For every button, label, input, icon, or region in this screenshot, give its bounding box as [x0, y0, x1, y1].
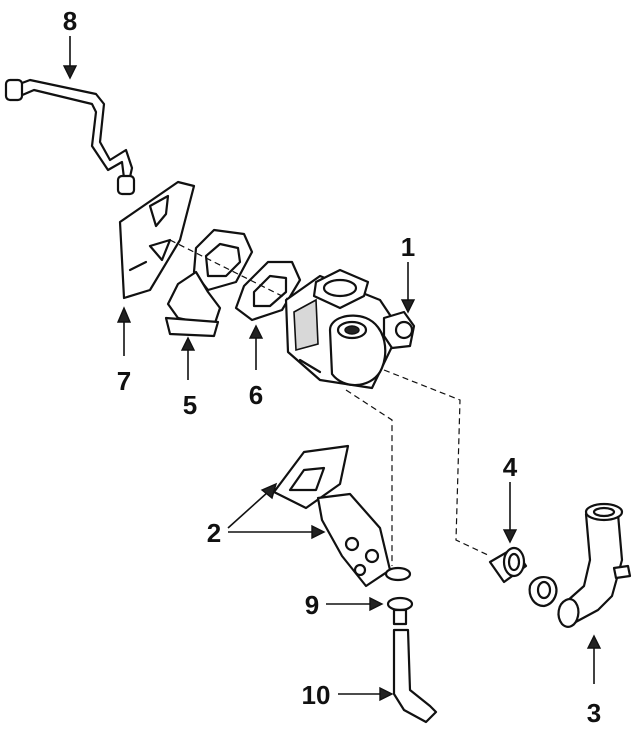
alignment-line-outlet	[383, 369, 491, 557]
turbocharger-assembly	[284, 268, 416, 390]
oil-drain-hose	[392, 628, 438, 724]
coupling-sleeve	[488, 546, 558, 608]
callout-8: 8	[63, 6, 77, 36]
oil-feed-pipe	[4, 78, 136, 196]
outlet-elbow-pipe	[557, 502, 632, 628]
callout-labels: 8 1 7 5 6 2 4 3 9 10	[63, 6, 601, 728]
callout-2: 2	[207, 518, 221, 548]
callout-5: 5	[183, 390, 197, 420]
turbo-bracket-set	[272, 444, 392, 588]
heat-shield	[118, 180, 196, 300]
callout-3: 3	[587, 698, 601, 728]
leader-lines	[62, 36, 602, 702]
callout-7: 7	[117, 366, 131, 396]
drain-washer	[384, 566, 414, 626]
turbo-gasket	[234, 260, 302, 322]
alignment-line-drain	[345, 389, 393, 566]
callout-4: 4	[503, 452, 518, 482]
callout-9: 9	[305, 590, 319, 620]
callout-10: 10	[302, 680, 331, 710]
callout-6: 6	[249, 380, 263, 410]
manifold-flange	[164, 228, 254, 338]
callout-1: 1	[401, 232, 415, 262]
